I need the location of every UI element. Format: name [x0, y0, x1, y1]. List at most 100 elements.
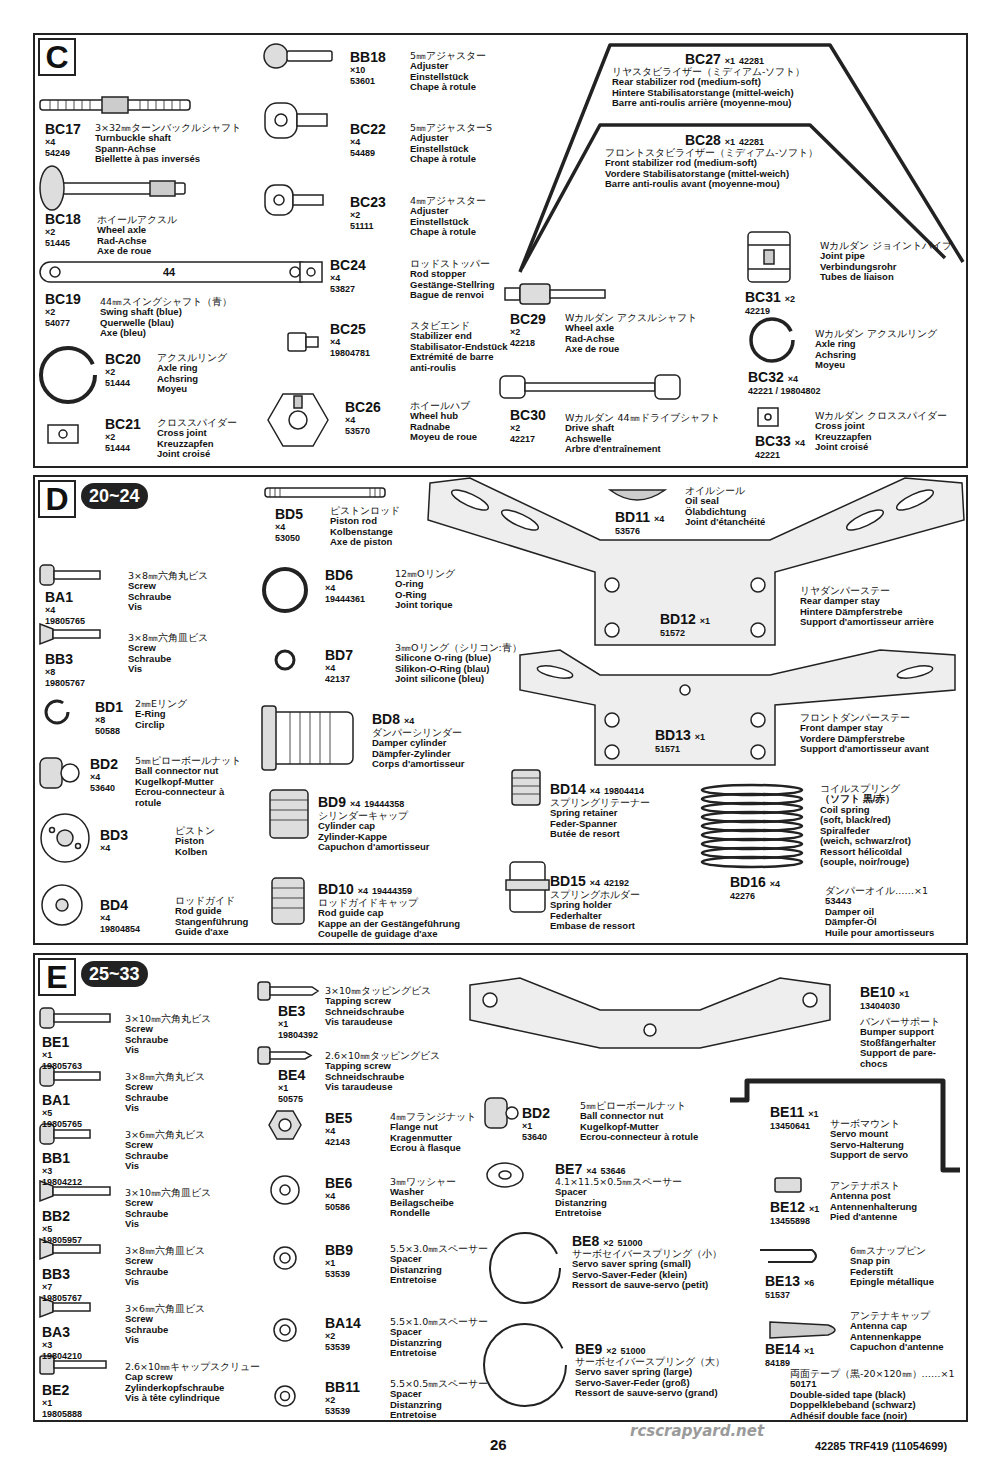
part-code: BC30: [510, 408, 546, 423]
part-name: Joint d'étanchéité: [685, 517, 765, 528]
part-name: Ecrou à flasque: [390, 1143, 476, 1154]
label-group: BC32×442221 / 19804802: [748, 368, 821, 397]
o-ring: [264, 569, 306, 611]
part-name: Ecrou-connecteur à rotule: [580, 1132, 715, 1143]
spacer: [274, 1247, 296, 1269]
cross-joint: [59, 430, 67, 438]
code-row: BE13×6: [765, 1272, 818, 1290]
flange-nut: [269, 1111, 301, 1139]
label-group: BE10×113404030: [860, 983, 913, 1012]
label-group: ロッドストッパーRod stopperGestänge-StellringBag…: [410, 258, 494, 301]
part-code: BD7: [325, 648, 353, 663]
spacer: [274, 1319, 296, 1341]
quantity: ×2: [105, 432, 141, 443]
part-name: Feder-Spanner: [550, 819, 650, 830]
part-name-jp: ホイールアクスル: [97, 214, 177, 225]
part-code: BC21: [105, 417, 141, 432]
part-name: Servo-Saver-Feder (klein): [572, 1270, 722, 1281]
label-group: アクスルリングAxle ringAchsringMoyeu: [157, 352, 227, 395]
part-code: BE11: [770, 1104, 804, 1120]
rear-damper-stay: [428, 478, 964, 645]
rear-damper-stay: [605, 623, 619, 637]
part-name-jp: 6㎜スナップピン: [850, 1245, 934, 1256]
piston-rod: [265, 488, 385, 497]
part-name: Vis: [125, 1161, 205, 1172]
part-code: BE3: [278, 1004, 318, 1019]
part-number: 42276: [730, 891, 784, 902]
part-name-jp: ピストンロッド: [330, 505, 400, 516]
part-number: 50588: [95, 726, 123, 737]
label-group: BD5×453050: [275, 507, 303, 543]
part-name: Capuchon d'amortisseur: [318, 842, 430, 853]
part-name-jp: 5㎜ピローボールナット: [580, 1100, 715, 1111]
label-group: オイルシールOil sealÖlabdichtungJoint d'étanch…: [685, 485, 765, 528]
part-name: Screw: [128, 581, 208, 592]
label-group: BC31×242219: [745, 288, 799, 317]
part-name: Federstift: [850, 1267, 934, 1278]
part-number: 51537: [765, 1290, 818, 1301]
part-name-jp: ロッドガイド: [175, 895, 248, 906]
spacer: [275, 1386, 295, 1406]
part-name: Piston rod: [330, 516, 400, 527]
part-name-jp: 3×10㎜タッピングビス: [325, 985, 431, 996]
label-group: BC28×142281: [685, 131, 768, 149]
wheel-axle: [40, 166, 64, 210]
part-code: BE6: [325, 1176, 352, 1191]
part-name: Vordere Stabilisatorstange (mittel-weich…: [605, 169, 818, 180]
tapping-screw: [258, 1047, 311, 1064]
quantity: ×4: [90, 772, 118, 783]
part-name: Vis: [125, 1045, 211, 1056]
quantity: ×4: [590, 786, 600, 796]
part-name: Oil seal: [685, 496, 765, 507]
label-group: BD14×419804414: [550, 780, 648, 798]
part-name: Spacer: [555, 1187, 682, 1198]
part-code: BD8: [372, 711, 400, 727]
quantity: ×8: [95, 715, 123, 726]
turnbuckle-shaft: [50, 100, 180, 110]
part-code: BD11: [615, 509, 650, 525]
piston: [41, 814, 89, 862]
label-group: 2㎜EリングE-RingCirclip: [135, 698, 187, 730]
part-number: 42219: [745, 306, 799, 317]
adjuster: [265, 185, 293, 215]
o-ring: [276, 651, 294, 669]
part-name-jp: アンテナキャップ: [850, 1310, 944, 1321]
swing-shaft: [290, 267, 300, 277]
part-number: 54249: [45, 148, 81, 159]
part-name: Snap pin: [850, 1256, 934, 1267]
code-row: BD15×442192: [550, 872, 633, 890]
front-damper-stay: [605, 713, 619, 727]
part-name: Rear stabilizer rod (medium-soft): [612, 77, 805, 88]
quantity: ×4: [654, 514, 664, 524]
part-number: 51445: [45, 238, 81, 249]
part-name: Schraube: [125, 1151, 205, 1162]
stabilizer-end: [306, 337, 318, 347]
cylinder-cap: [270, 790, 308, 838]
label-group: Wカルダン ジョイントパイプJoint pipeVerbindungsrohrT…: [820, 240, 952, 283]
tapping-screw: [270, 1052, 311, 1059]
part-name-jp: 5㎜アジャスター: [410, 50, 486, 61]
label-group: BD16×442276: [730, 873, 784, 902]
label-group: BC33×442221: [755, 432, 809, 461]
adjuster: [264, 44, 332, 68]
part-name-jp: Wカルダン アクスルリング: [815, 328, 937, 339]
label-group: 4㎜アジャスターAdjusterEinstellstückChape à rot…: [410, 195, 486, 238]
part-code: BD3: [100, 828, 128, 843]
label-group: ホイールハブWheel hubRadnabeMoyeu de roue: [410, 400, 477, 443]
code-row: BD11 ×4: [615, 508, 668, 526]
part-name: Damper oil: [825, 907, 934, 918]
label-group: Wカルダン アクスルシャフトWheel axleRad-AchseAxe de …: [565, 312, 697, 355]
part-name: Axe de piston: [330, 537, 400, 548]
label-group: BC26×453570: [345, 400, 381, 436]
part-number: 19805767: [45, 678, 85, 689]
part-code: BD10: [318, 881, 354, 897]
rod-guide-cap: [272, 878, 304, 924]
part-code: BE9: [575, 1341, 602, 1357]
swing-shaft: [50, 267, 60, 277]
label-group: スプリングホルダーSpring holderFederhalterEmbase …: [550, 889, 640, 932]
rod-guide: [42, 885, 82, 925]
label-group: 5.5×3.0㎜スペーサーSpacerDistanzringEntretoise: [390, 1243, 488, 1286]
part-number: 54077: [45, 318, 81, 329]
label-group: BC24×453827: [330, 258, 366, 294]
part-name-jp: Wカルダン アクスルシャフト: [565, 312, 697, 323]
